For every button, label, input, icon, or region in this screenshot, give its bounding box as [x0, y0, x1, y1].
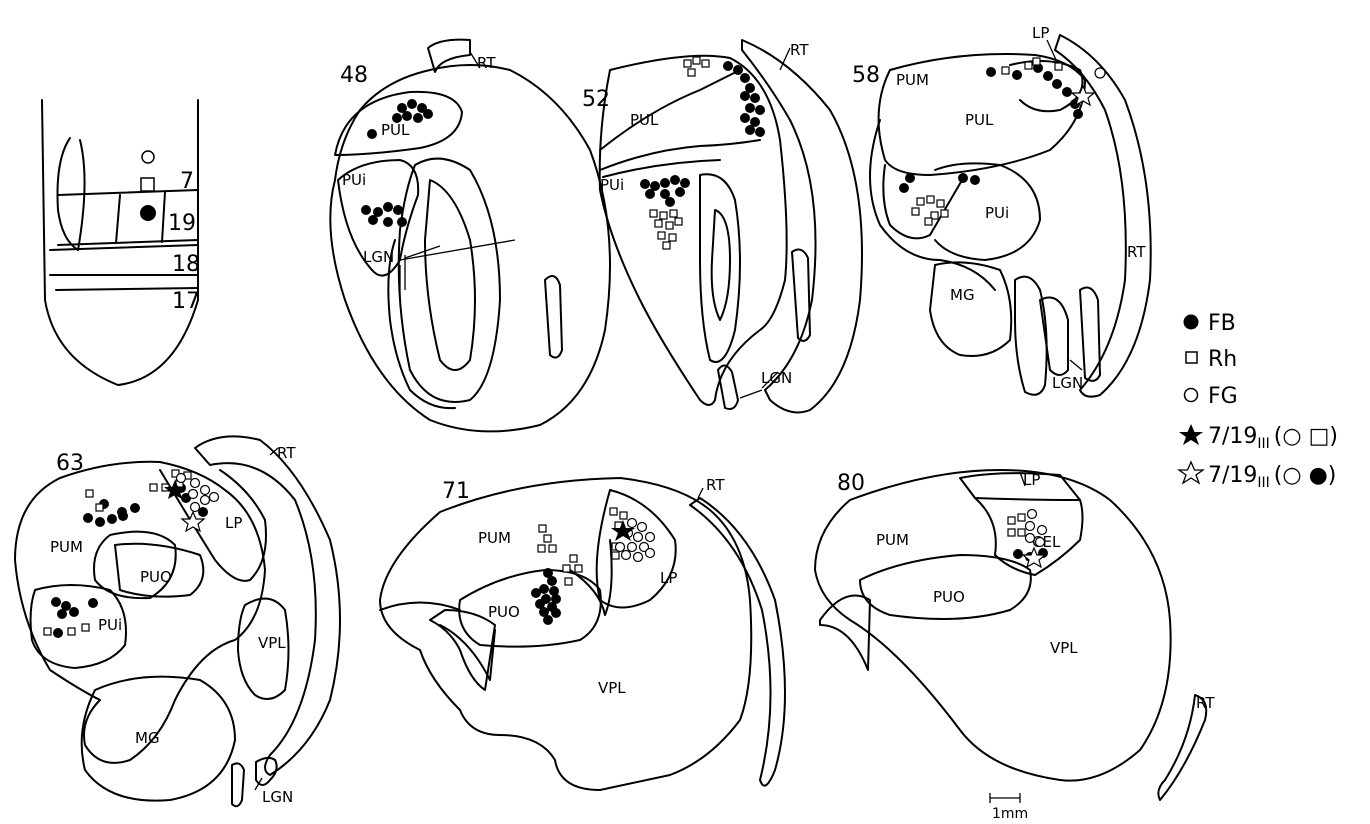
fb-cluster: [640, 61, 765, 207]
section-number: 58: [852, 63, 880, 88]
puo-label: PUO: [488, 603, 520, 621]
vpl-label: VPL: [1050, 639, 1078, 657]
section-52: 52 RT PUL PUi LGN: [582, 40, 862, 412]
pui-label: PUi: [98, 616, 122, 634]
lp-label: LP: [1032, 24, 1049, 42]
section-71: 71 RT PUM PUO LP VPL: [380, 476, 785, 790]
lp-label: LP: [1023, 471, 1040, 489]
legend-open-star-label: 7/19III(○ ●): [1208, 463, 1336, 491]
area-18-label: 18: [172, 252, 200, 277]
pul-label: PUL: [965, 111, 994, 129]
injection-fb-marker: [140, 205, 156, 221]
open-star-symbol: [1179, 462, 1203, 483]
rh-symbol: [1186, 352, 1197, 363]
pui-label: PUi: [600, 176, 624, 194]
injection-fg-marker: [142, 151, 154, 163]
area-19-label: 19: [168, 211, 196, 236]
pui-label: PUi: [342, 171, 366, 189]
lgn-label: LGN: [262, 788, 293, 806]
pum-label: PUM: [896, 71, 929, 89]
lgn-label: LGN: [363, 248, 394, 266]
scale-bar-label: 1mm: [992, 806, 1028, 822]
legend-fb-label: FB: [1208, 311, 1236, 336]
scale-bar: 1mm: [990, 793, 1028, 822]
lgn-label: LGN: [1052, 374, 1083, 392]
pul-label: PUL: [630, 111, 659, 129]
fb-cluster: [531, 568, 561, 625]
rh-cluster: [1008, 514, 1025, 536]
filled-star-symbol: [1179, 424, 1203, 445]
puo-label: PUO: [140, 568, 172, 586]
lp-label: LP: [660, 569, 677, 587]
section-80: 80 LP PUM CEL PUO VPL RT: [815, 470, 1215, 800]
lp-label: LP: [225, 514, 242, 532]
pum-label: PUM: [876, 531, 909, 549]
rt-label: RT: [277, 444, 296, 462]
section-number: 80: [837, 471, 865, 496]
pum-label: PUM: [478, 529, 511, 547]
section-48: 48 RT PUL PUi LGN: [330, 40, 610, 432]
fg-symbol: [1185, 389, 1198, 402]
rt-label: RT: [477, 54, 496, 72]
legend-filled-star-label: 7/19III(○ □): [1208, 424, 1338, 452]
pum-label: PUM: [50, 538, 83, 556]
lgn-label: LGN: [761, 369, 792, 387]
section-number: 71: [442, 479, 470, 504]
puo-label: PUO: [933, 588, 965, 606]
pul-label: PUL: [381, 121, 410, 139]
legend-fg-label: FG: [1208, 384, 1238, 409]
rt-label: RT: [790, 41, 809, 59]
fb-cluster: [51, 483, 208, 638]
cortex-markers: [140, 151, 156, 221]
mg-label: MG: [950, 286, 975, 304]
legend-rh-label: Rh: [1208, 347, 1237, 372]
pui-label: PUi: [985, 204, 1009, 222]
cortex-inset: 7 19 18 17: [42, 100, 200, 385]
rt-label: RT: [706, 476, 725, 494]
area-7-label: 7: [180, 169, 194, 194]
rt-label: RT: [1196, 694, 1215, 712]
area-17-label: 17: [172, 289, 200, 314]
section-63: 63 RT PUM PUO LP PUi VPL MG LGN: [15, 436, 340, 806]
fb-symbol: [1184, 315, 1199, 330]
rh-cluster: [912, 58, 1062, 225]
fg-cluster: [1026, 510, 1047, 547]
vpl-label: VPL: [598, 679, 626, 697]
rt-label: RT: [1127, 243, 1146, 261]
mg-label: MG: [135, 729, 160, 747]
injection-rh-marker: [141, 178, 154, 191]
legend: FB Rh FG 7/19III(○ □) 7/19III(○ ●): [1179, 311, 1338, 491]
section-number: 48: [340, 63, 368, 88]
vpl-label: VPL: [258, 634, 286, 652]
section-58: 58 LP PUM PUL PUi RT MG LGN: [852, 24, 1151, 397]
